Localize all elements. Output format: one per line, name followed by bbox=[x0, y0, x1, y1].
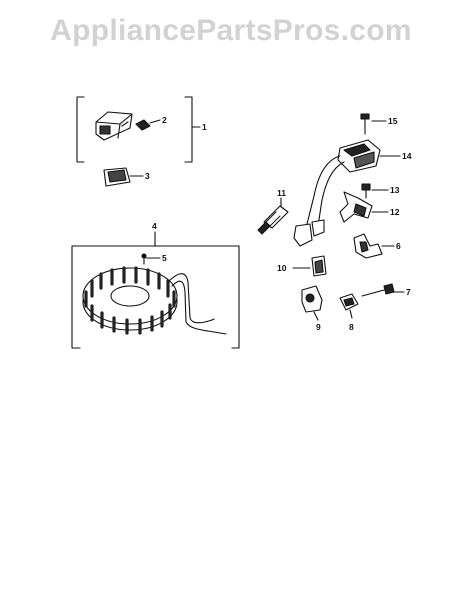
callout-10: 10 bbox=[277, 263, 287, 273]
group-bracket-1 bbox=[76, 96, 201, 163]
callout-6: 6 bbox=[396, 241, 401, 251]
callout-2: 2 bbox=[162, 115, 167, 125]
part-clamp-9 bbox=[301, 285, 323, 321]
part-spacer-10 bbox=[292, 255, 327, 277]
callout-9: 9 bbox=[316, 322, 321, 332]
part-ignition-coil-14 bbox=[293, 139, 401, 247]
part-screw-15 bbox=[360, 113, 387, 135]
part-bolt-7 bbox=[361, 283, 405, 297]
part-screw-13 bbox=[361, 183, 389, 199]
part-screw-2 bbox=[135, 119, 161, 131]
part-pad-3 bbox=[103, 167, 144, 187]
callout-labels: 1 2 3 4 5 6 7 8 9 10 11 12 13 14 15 bbox=[145, 115, 412, 332]
callout-5: 5 bbox=[162, 253, 167, 263]
callout-3: 3 bbox=[145, 171, 150, 181]
part-nut-8 bbox=[339, 293, 359, 319]
callout-14: 14 bbox=[402, 151, 412, 161]
part-stator-4 bbox=[82, 266, 227, 335]
callout-12: 12 bbox=[390, 207, 400, 217]
callout-11: 11 bbox=[277, 188, 286, 198]
group-bracket-4 bbox=[71, 231, 240, 349]
callout-13: 13 bbox=[390, 185, 400, 195]
part-spark-plug-11 bbox=[257, 197, 289, 235]
callout-4: 4 bbox=[152, 221, 157, 231]
callout-8: 8 bbox=[349, 322, 354, 332]
callout-1: 1 bbox=[202, 122, 207, 132]
callout-15: 15 bbox=[388, 116, 398, 126]
part-bracket-12 bbox=[339, 191, 389, 223]
watermark: AppliancePartsPros.com bbox=[50, 14, 412, 47]
part-module-1 bbox=[95, 111, 133, 141]
part-screw-5 bbox=[141, 253, 161, 265]
part-clip-6 bbox=[353, 233, 395, 259]
callout-7: 7 bbox=[406, 287, 411, 297]
